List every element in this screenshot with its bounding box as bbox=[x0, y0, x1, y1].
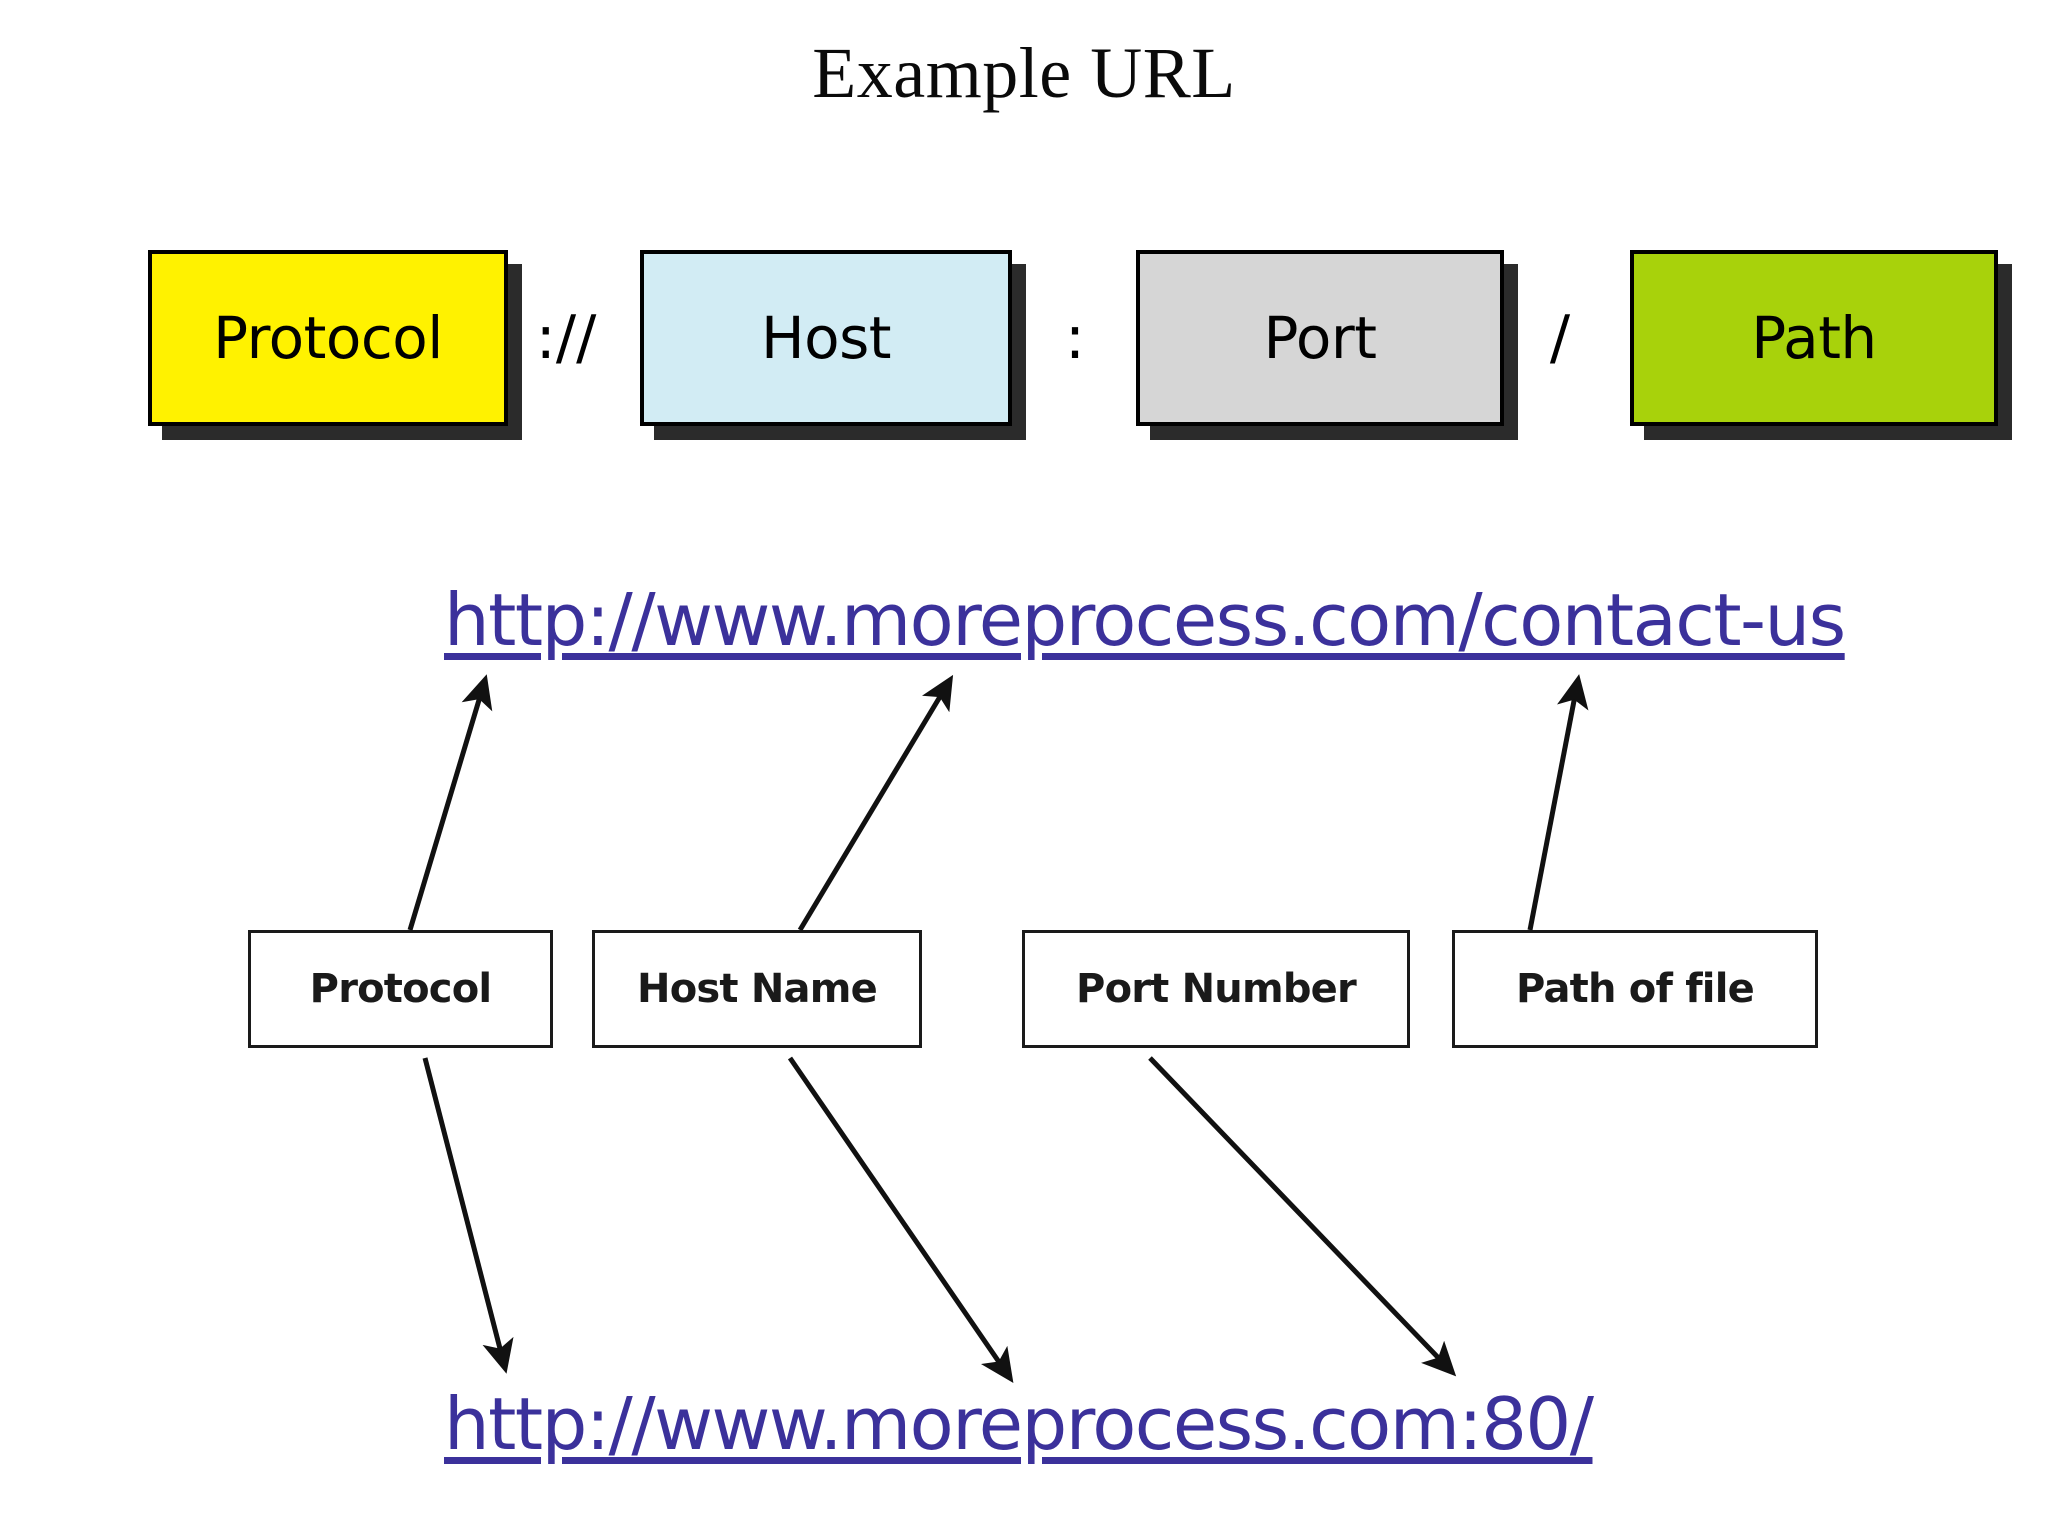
component-label-host: Host bbox=[760, 304, 892, 372]
page-title: Example URL bbox=[812, 33, 1236, 113]
description-label-port-number: Port Number bbox=[1076, 966, 1357, 1012]
component-label-protocol: Protocol bbox=[213, 304, 443, 372]
component-label-path: Path bbox=[1751, 304, 1877, 372]
component-box-port: Port bbox=[1136, 250, 1504, 426]
description-label-protocol: Protocol bbox=[309, 966, 492, 1012]
arrow-protocol-to-top-url bbox=[407, 674, 493, 931]
description-box-protocol: Protocol bbox=[248, 930, 553, 1048]
arrow-host-name-to-bottom-url bbox=[787, 1056, 1014, 1383]
separator-port-delimiter: : bbox=[1064, 303, 1086, 373]
description-box-host-name: Host Name bbox=[592, 930, 922, 1048]
separator-scheme-delimiter: :// bbox=[535, 303, 597, 373]
arrow-protocol-to-bottom-url bbox=[422, 1057, 514, 1374]
example-url-bottom: http://www.moreprocess.com:80/ bbox=[444, 1382, 1594, 1466]
separator-path-delimiter: / bbox=[1549, 303, 1571, 373]
description-box-row: Protocol Host Name Port Number Path of f… bbox=[0, 930, 2048, 1060]
url-component-row: Protocol :// Host : Port / Path bbox=[0, 250, 2048, 450]
arrow-path-of-file-to-top-url bbox=[1527, 674, 1589, 931]
description-box-port-number: Port Number bbox=[1022, 930, 1410, 1048]
arrow-host-name-to-top-url bbox=[797, 674, 954, 932]
description-box-path-of-file: Path of file bbox=[1452, 930, 1818, 1048]
component-box-path: Path bbox=[1630, 250, 1998, 426]
component-box-host: Host bbox=[640, 250, 1012, 426]
description-label-host-name: Host Name bbox=[637, 966, 878, 1012]
component-label-port: Port bbox=[1263, 304, 1377, 372]
component-box-protocol: Protocol bbox=[148, 250, 508, 426]
example-url-top: http://www.moreprocess.com/contact-us bbox=[444, 578, 1846, 662]
description-label-path-of-file: Path of file bbox=[1516, 966, 1755, 1012]
arrow-port-number-to-bottom-url bbox=[1148, 1056, 1457, 1377]
